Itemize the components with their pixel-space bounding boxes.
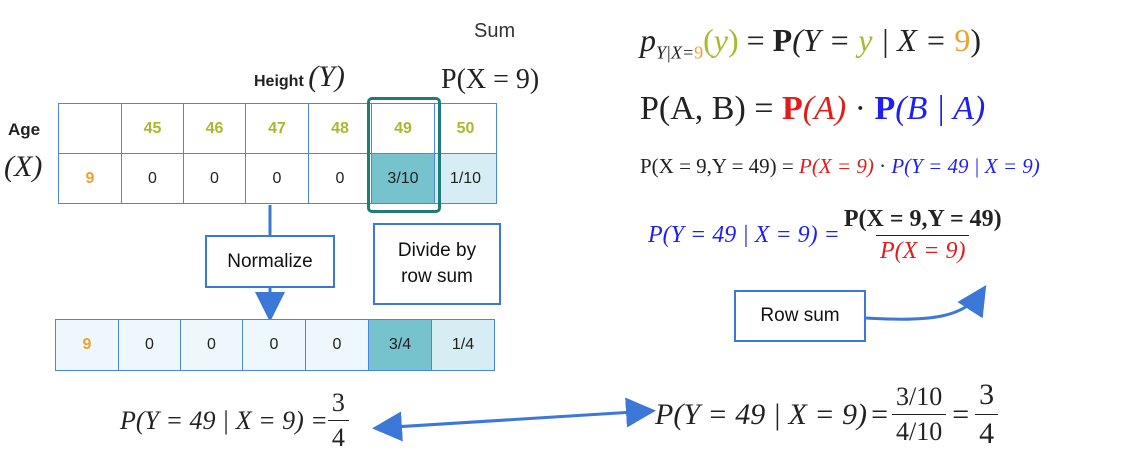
- normalized-result-formula: P(Y = 49 | X = 9) = 3 4: [120, 388, 349, 453]
- fraction-numerator: 3/10: [895, 382, 943, 411]
- fraction: 3 4: [327, 388, 349, 453]
- normalize-box: Normalize: [205, 235, 335, 288]
- conditional-fraction-formula: P(Y = 49 | X = 9) = P(X = 9,Y = 49) P(X …: [648, 206, 1006, 265]
- conditional-pmf-definition: pY|X=9(y) = P(Y = y | X = 9): [640, 22, 981, 63]
- height-label: Height: [254, 73, 304, 90]
- table-header-cell: 48: [308, 103, 372, 154]
- normalized-cell: 0: [180, 319, 243, 371]
- formula-text: =: [952, 397, 970, 431]
- formula-text: | X =: [872, 22, 955, 58]
- formula-text: ·: [846, 90, 875, 127]
- formula-text: y: [858, 22, 873, 58]
- fraction-numerator: 3: [979, 378, 995, 411]
- formula-text: P(A, B) =: [640, 90, 782, 127]
- equivalence-arrow: [372, 397, 656, 442]
- formula-text: 9: [954, 22, 971, 58]
- formula-text: P(Y = 49 | X = 9): [655, 397, 868, 431]
- formula-text: (: [703, 22, 714, 58]
- normalized-cell: 0: [242, 319, 306, 371]
- column-highlight-frame: [367, 97, 441, 213]
- formula-text: ): [970, 22, 982, 58]
- fraction-numerator: P(X = 9,Y = 49): [843, 206, 1002, 232]
- formula-text: ·: [873, 154, 892, 178]
- formula-text: P: [874, 90, 896, 127]
- formula-text: P(Y = 49 | X = 9): [891, 154, 1040, 178]
- fraction-denominator: 4: [327, 420, 349, 453]
- table-row-label: 9: [58, 153, 122, 204]
- row-sum-box: Row sum: [734, 290, 866, 342]
- normalized-cell-highlighted: 3/4: [368, 319, 432, 371]
- normalized-cell: 1/4: [431, 319, 495, 371]
- table-cell: 0: [121, 153, 184, 204]
- formula-text: P(X = 9,Y = 49) =: [640, 154, 799, 178]
- table-cell: 0: [308, 153, 372, 204]
- formula-text: p: [640, 22, 656, 58]
- row-sum-arrow: [865, 284, 987, 321]
- table-cell-highlighted: 3/10: [371, 153, 435, 204]
- divide-by-row-sum-box: Divide by row sum: [373, 223, 501, 305]
- normalized-row-label: 9: [55, 319, 119, 371]
- formula-text: Y|X=: [656, 42, 695, 63]
- formula-text: P(Y = 49 | X = 9) =: [648, 222, 840, 248]
- sum-label: Sum: [474, 20, 516, 42]
- formula-text: ): [727, 22, 739, 58]
- height-header: Height (Y): [254, 60, 345, 94]
- formula-text: (Y =: [792, 22, 859, 58]
- table-header-cell: 45: [121, 103, 184, 154]
- formula-text: P: [772, 22, 793, 58]
- table-cell: 0: [245, 153, 309, 204]
- fraction: 3 4: [975, 378, 999, 451]
- table-header-empty: [58, 103, 122, 154]
- formula-text: P(Y = 49 | X = 9) =: [120, 405, 328, 435]
- formula-text: 9: [694, 42, 704, 63]
- formula-text: =: [738, 22, 773, 58]
- sum-probability: P(X = 9): [441, 64, 540, 95]
- table-header-cell: 50: [434, 103, 497, 154]
- fraction-denominator: 4: [975, 414, 999, 451]
- formula-text: =: [871, 397, 888, 431]
- table-cell: 1/10: [434, 153, 497, 204]
- normalized-cell: 0: [118, 319, 181, 371]
- chain-rule-instance: P(X = 9,Y = 49) = P(X = 9) · P(Y = 49 | …: [640, 154, 1040, 179]
- fraction-denominator: 4/10: [891, 414, 947, 447]
- formula-text: P(X = 9): [799, 154, 874, 178]
- formula-text: y: [713, 22, 728, 58]
- fraction: 3/10 4/10: [891, 382, 947, 447]
- fraction: P(X = 9,Y = 49) P(X = 9): [840, 206, 1006, 265]
- formula-text: P: [781, 90, 803, 127]
- age-variable: (X): [4, 150, 43, 183]
- table-header-cell: 46: [183, 103, 246, 154]
- fraction-numerator: 3: [331, 388, 345, 417]
- formula-text: (A): [802, 90, 847, 127]
- formula-text: (B | A): [895, 90, 986, 127]
- height-variable: (Y): [308, 60, 345, 93]
- table-header-cell: 47: [245, 103, 309, 154]
- age-label: Age: [8, 120, 41, 139]
- chain-rule-formula: P(A, B) = P(A) · P(B | A): [640, 90, 985, 128]
- fraction-denominator: P(X = 9): [875, 235, 970, 265]
- row-sum-result-formula: P(Y = 49 | X = 9) = 3/10 4/10 = 3 4: [655, 378, 999, 451]
- normalized-cell: 0: [305, 319, 369, 371]
- table-cell: 0: [183, 153, 246, 204]
